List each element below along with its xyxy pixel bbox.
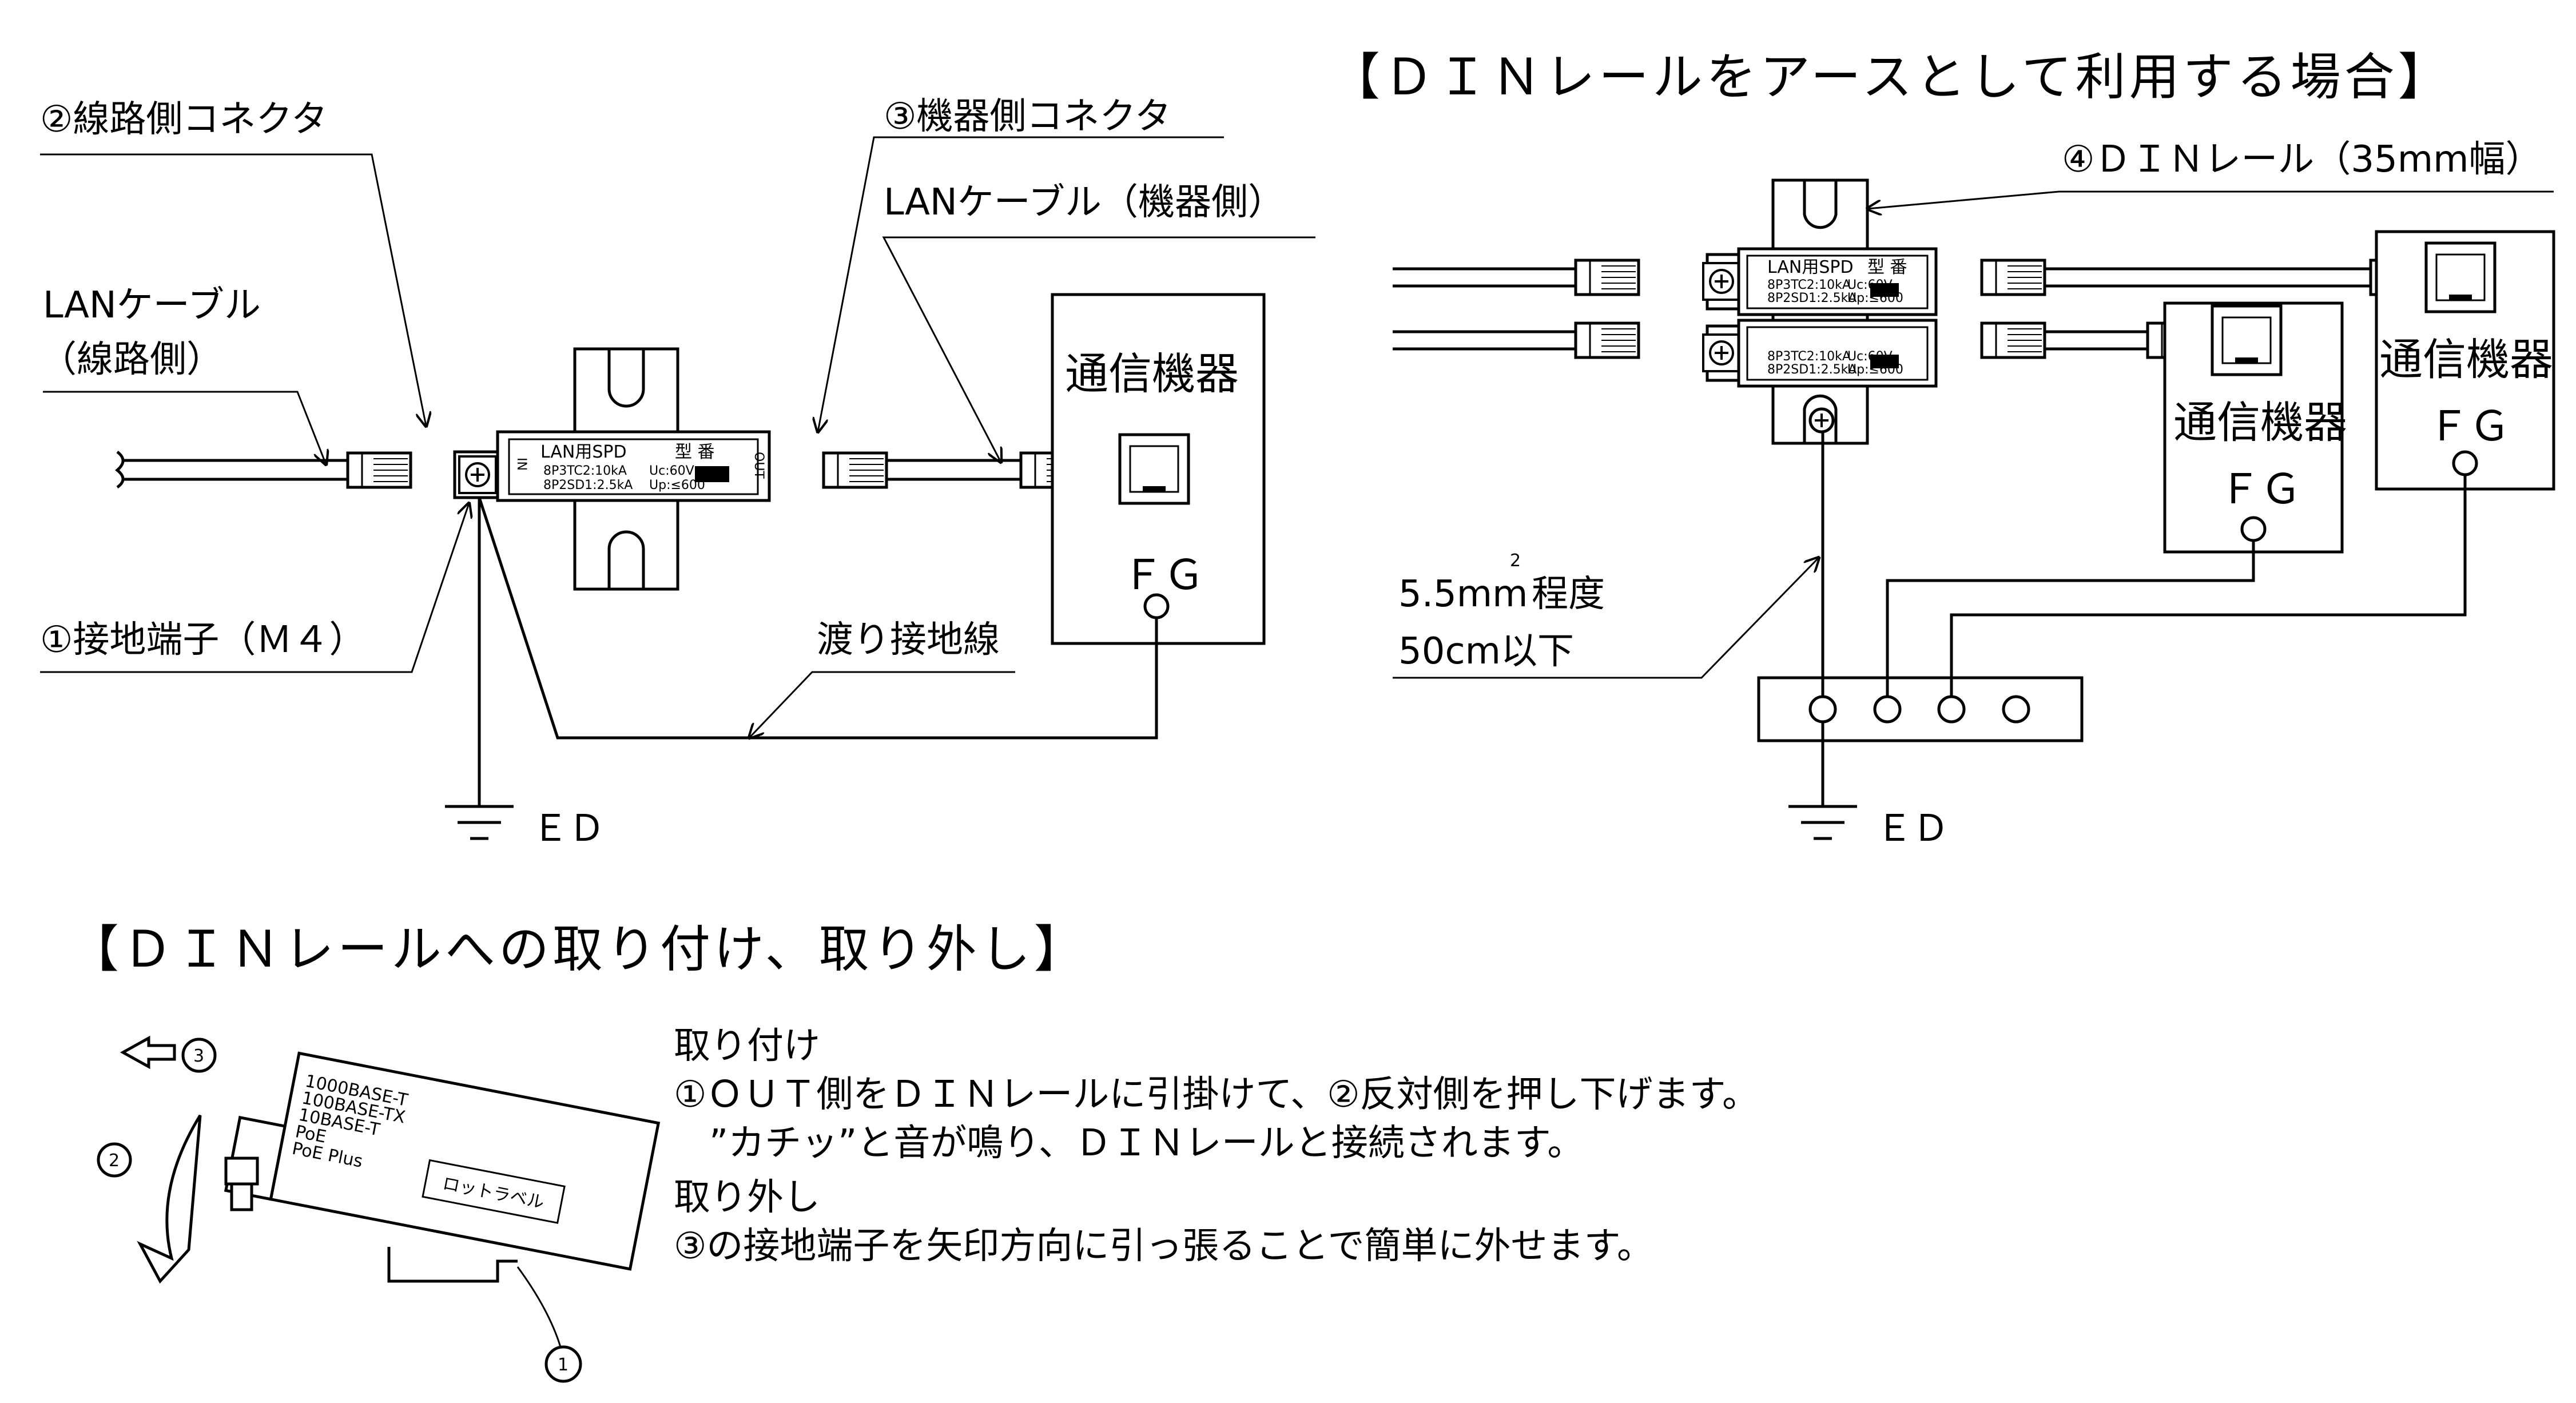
lan-cable-line-sub-label: （線路側）: [40, 339, 223, 381]
din-rail-left: [573, 347, 679, 591]
svg-text:Uc:60V: Uc:60V: [649, 464, 694, 478]
detach-line-1: ③の接地端子を矢印方向に引っ張ることで簡単に外せます。: [674, 1225, 1653, 1267]
svg-text:1: 1: [558, 1355, 569, 1375]
svg-text:8P2SD1:2.5kA: 8P2SD1:2.5kA: [543, 478, 633, 492]
device-plug-icon: [824, 453, 887, 487]
detach-title: 取り外し: [674, 1177, 820, 1219]
din-earth-title: 【ＤＩＮレールをアースとして利用する場合】: [1330, 47, 2452, 106]
wire-size-label: 5.5mm: [1398, 573, 1528, 615]
spd-top: [1737, 247, 1938, 316]
wire-size-suffix: 程度: [1532, 573, 1605, 615]
spd-model-label: 型 番: [675, 442, 715, 462]
screw-icon-bottom: [1702, 333, 1741, 372]
marker-3: [181, 1038, 217, 1073]
spd-bottom: [1737, 319, 1938, 388]
svg-text:通信機器: 通信機器: [2173, 397, 2347, 448]
marker-2: [97, 1142, 132, 1178]
line-connector-label: ②線路側コネクタ: [40, 98, 328, 141]
svg-text:8P3TC2:10kA: 8P3TC2:10kA: [543, 464, 627, 478]
lan-jack-icon: [1120, 435, 1188, 503]
fg-terminal-icon: [2240, 516, 2267, 542]
svg-text:型 番: 型 番: [1867, 257, 1907, 277]
attach-line-2: ”カチッ”と音が鳴り、ＤＩＮレールと接続されます。: [709, 1122, 1584, 1164]
device-b-fg-wire: [1950, 475, 2467, 697]
comm-device-label: 通信機器: [1065, 348, 1239, 399]
svg-text:8P3TC2:10kA: 8P3TC2:10kA: [1767, 349, 1851, 364]
lan-jack-icon: [2212, 306, 2281, 375]
right-wiring-diagram: 【ＤＩＮレールをアースとして利用する場合】 LAN用SPD 型 番 8P3TC2…: [1330, 47, 2555, 850]
ground-icon: [445, 806, 514, 838]
fg-terminal-icon: [1143, 593, 1170, 619]
device-a-fg-wire: [1886, 540, 2255, 697]
svg-text:3: 3: [193, 1046, 204, 1066]
lan-cable-device-label: LANケーブル（機器側）: [884, 181, 1285, 224]
screw-icon-top: [1702, 262, 1741, 301]
marker-1: [544, 1345, 582, 1383]
din-rail-35-label: ④ＤＩＮレール（35mm幅）: [2062, 138, 2542, 181]
lan-cable-line-left: [123, 459, 348, 481]
lan-cable-line-label: LANケーブル: [43, 284, 261, 327]
fg-terminal-icon: [2452, 450, 2478, 476]
spd-name-label: LAN用SPD: [540, 442, 627, 462]
attach-line-1: ①ＯＵＴ側をＤＩＮレールに引掛けて、②反対側を押し下げます。: [674, 1074, 1759, 1116]
svg-text:2: 2: [109, 1151, 120, 1171]
wire-size-sup: 2: [1510, 551, 1521, 571]
plug-icon: [1982, 323, 2045, 357]
svg-text:通信機器: 通信機器: [2379, 334, 2553, 385]
svg-text:LAN用SPD: LAN用SPD: [1767, 257, 1854, 277]
plug-icon: [1576, 260, 1639, 295]
svg-text:8P2SD1:2.5kA: 8P2SD1:2.5kA: [1767, 291, 1857, 305]
mount-section: 【ＤＩＮレールへの取り付け、取り外し】 1000BASE-T 100BASE-T…: [69, 920, 1759, 1383]
bond-wire: [478, 497, 1158, 740]
svg-text:8P2SD1:2.5kA: 8P2SD1:2.5kA: [1767, 363, 1857, 377]
wire-length-label: 50cm以下: [1398, 630, 1574, 673]
press-down-arrow-icon: [137, 1114, 202, 1284]
attach-title: 取り付け: [674, 1025, 820, 1067]
svg-text:ＦＧ: ＦＧ: [2219, 465, 2301, 513]
line-plug-icon: [348, 453, 411, 487]
svg-text:IN: IN: [514, 458, 528, 471]
screw-icon: [458, 455, 497, 494]
plug-icon: [1982, 260, 2045, 295]
ground-icon: [1788, 806, 1857, 838]
ground-terminal-label: ①接地端子（Ｍ４）: [40, 619, 365, 661]
din-rail-clip: [387, 1247, 518, 1283]
svg-text:ＦＧ: ＦＧ: [2428, 402, 2510, 450]
device-connector-label: ③機器側コネクタ: [884, 96, 1171, 138]
svg-text:OUT: OUT: [752, 452, 766, 479]
lan-jack-icon: [2426, 243, 2495, 312]
terminal-screw-icon: [224, 1156, 259, 1186]
left-wiring-diagram: LAN用SPD 型 番 8P3TC2:10kA 8P2SD1:2.5kA Uc:…: [40, 96, 1315, 850]
ground-bar: [1757, 676, 2084, 742]
lot-label-box: [422, 1159, 566, 1224]
mount-title: 【ＤＩＮレールへの取り付け、取り外し】: [69, 920, 1088, 979]
pull-arrow-icon: [120, 1035, 176, 1070]
ed-label: ＥＤ: [532, 808, 605, 850]
plug-icon: [1576, 323, 1639, 357]
svg-text:8P3TC2:10kA: 8P3TC2:10kA: [1767, 278, 1851, 292]
svg-text:ＥＤ: ＥＤ: [1876, 808, 1949, 850]
fg-label: ＦＧ: [1122, 551, 1204, 599]
bond-wire-label: 渡り接地線: [817, 619, 1000, 661]
